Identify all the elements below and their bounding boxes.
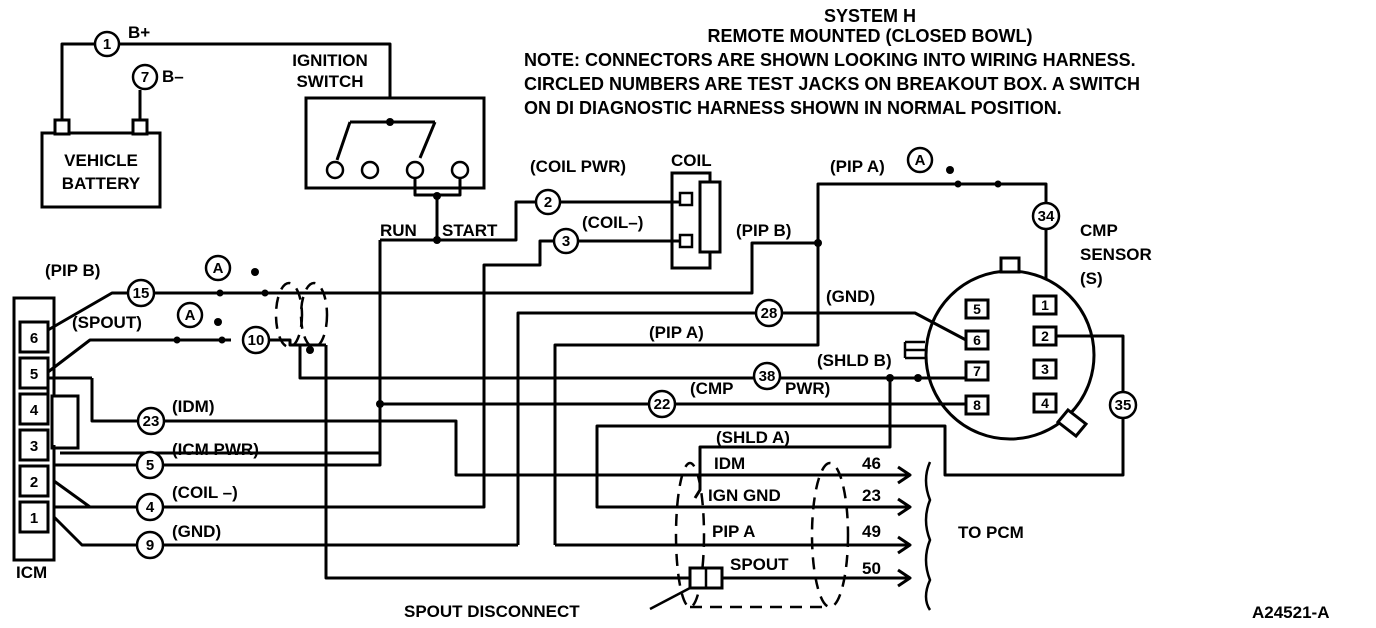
- jack-23-label: 23: [143, 413, 160, 430]
- shld-a-label: (SHLD A): [716, 428, 790, 447]
- ignition-label-1: IGNITION: [292, 51, 368, 70]
- gnd-right-label: (GND): [826, 287, 875, 306]
- switch-a-pipb: [204, 254, 232, 282]
- cmp-pwr-label-b: PWR): [785, 379, 830, 398]
- coil-label: COIL: [671, 151, 712, 170]
- b-minus-label: B–: [162, 67, 184, 86]
- diagram-subtitle: REMOTE MOUNTED (CLOSED BOWL): [708, 26, 1033, 46]
- to-pcm-label: TO PCM: [958, 523, 1024, 542]
- jack-9-label: 9: [146, 537, 154, 554]
- test-jack-23: [136, 406, 166, 436]
- diagram-title: SYSTEM H: [824, 6, 916, 26]
- pcm-line-pip-a: PIP A 49: [712, 522, 912, 555]
- switch-a-spout-label: A: [185, 307, 196, 324]
- pcm-ign-gnd-label: IGN GND: [708, 486, 781, 505]
- figure-id: A24521-A: [1252, 603, 1330, 622]
- jack-34-label: 34: [1038, 208, 1055, 225]
- jack-35-label: 35: [1115, 397, 1132, 414]
- cmp-pin-6: 6: [973, 332, 981, 348]
- icm-pin-1: 1: [30, 510, 38, 527]
- jack-28-label: 28: [761, 305, 778, 322]
- shld-b-label: (SHLD B): [817, 351, 892, 370]
- coil-pwr-label: (COIL PWR): [530, 157, 626, 176]
- battery-label-2: BATTERY: [62, 174, 141, 193]
- jack-4-label: 4: [146, 499, 155, 516]
- spout-disconnect: [688, 566, 724, 590]
- pcm-pip-a-label: PIP A: [712, 522, 755, 541]
- pcm-line-idm: IDM 46: [714, 454, 912, 485]
- icm-pin-4: 4: [30, 402, 39, 419]
- note-line-2: CIRCLED NUMBERS ARE TEST JACKS ON BREAKO…: [524, 74, 1140, 94]
- jack-38-label: 38: [759, 368, 776, 385]
- coil-neg-label: (COIL–): [582, 213, 643, 232]
- coil: COIL: [670, 151, 722, 270]
- test-jack-7: [131, 63, 159, 91]
- pcm-idm-pin: 46: [862, 454, 881, 473]
- start-label: START: [442, 221, 498, 240]
- icm-label: ICM: [16, 563, 47, 582]
- cmp-pin-7: 7: [973, 363, 981, 379]
- cmp-pin-3: 3: [1041, 361, 1049, 377]
- cmp-pin-1: 1: [1041, 297, 1049, 313]
- cmp-pin-4: 4: [1041, 395, 1049, 411]
- vehicle-battery: VEHICLE BATTERY: [40, 118, 162, 209]
- icm-pin-5: 5: [30, 366, 38, 383]
- icm-pin-3: 3: [30, 438, 38, 455]
- pcm-pip-a-pin: 49: [862, 522, 881, 541]
- pcm-idm-label: IDM: [714, 454, 745, 473]
- icm-pwr-label: (ICM PWR): [172, 440, 259, 459]
- jack-15-label: 15: [133, 285, 150, 302]
- switch-a-spout: [176, 301, 204, 329]
- test-jack-2: [534, 188, 562, 216]
- jack-7-label: 7: [141, 69, 149, 86]
- switch-a-top: [906, 146, 934, 174]
- note-line-3: ON DI DIAGNOSTIC HARNESS SHOWN IN NORMAL…: [524, 98, 1062, 118]
- icm-pin-2: 2: [30, 474, 38, 491]
- pcm-ign-gnd-pin: 23: [862, 486, 881, 505]
- switch-a-pipb-label: A: [213, 260, 224, 277]
- cmp-pwr-label-a: (CMP: [690, 379, 733, 398]
- pcm-spout-pin: 50: [862, 559, 881, 578]
- test-jack-4: [135, 492, 165, 522]
- pcm-line-ign-gnd: IGN GND 23: [708, 486, 912, 517]
- cmp-pins-right: 1 2 3 4: [1032, 294, 1058, 414]
- pip-a-mid-label: (PIP A): [649, 323, 704, 342]
- jack-10-label: 10: [248, 332, 265, 349]
- test-jack-1: [93, 30, 121, 58]
- cmp-label-1: CMP: [1080, 221, 1118, 240]
- spout-disconnect-label: SPOUT DISCONNECT: [404, 602, 580, 621]
- cmp-label-2: SENSOR: [1080, 245, 1152, 264]
- coil-neg-left-label: (COIL –): [172, 483, 238, 502]
- ignition-label-2: SWITCH: [296, 72, 363, 91]
- idm-label: (IDM): [172, 397, 214, 416]
- cmp-label-3: (S): [1080, 269, 1103, 288]
- cmp-pin-5: 5: [973, 301, 981, 317]
- pip-b-left-label: (PIP B): [45, 261, 100, 280]
- test-jack-38: [752, 361, 782, 391]
- ignition-switch: IGNITION SWITCH: [292, 51, 486, 244]
- icm-pin-6: 6: [30, 330, 38, 347]
- icm-connector: 6 5 4 3 2 1 ICM: [12, 296, 80, 582]
- gnd-left-label: (GND): [172, 522, 221, 541]
- pip-a-top-label: (PIP A): [830, 157, 885, 176]
- battery-label-1: VEHICLE: [64, 151, 138, 170]
- jack-2-label: 2: [544, 194, 552, 211]
- b-plus-label: B+: [128, 23, 150, 42]
- cmp-pin-2: 2: [1041, 328, 1049, 344]
- switch-a-top-label: A: [915, 152, 926, 169]
- spout-label: (SPOUT): [72, 313, 142, 332]
- pip-b-right-label: (PIP B): [736, 221, 791, 240]
- pcm-spout-label: SPOUT: [730, 555, 789, 574]
- jack-5-label: 5: [146, 457, 154, 474]
- jack-3-label: 3: [562, 233, 570, 250]
- jack-22-label: 22: [654, 396, 671, 413]
- cmp-pin-8: 8: [973, 397, 981, 413]
- note-line-1: NOTE: CONNECTORS ARE SHOWN LOOKING INTO …: [524, 50, 1136, 70]
- run-label: RUN: [380, 221, 417, 240]
- jack-1-label: 1: [103, 36, 111, 53]
